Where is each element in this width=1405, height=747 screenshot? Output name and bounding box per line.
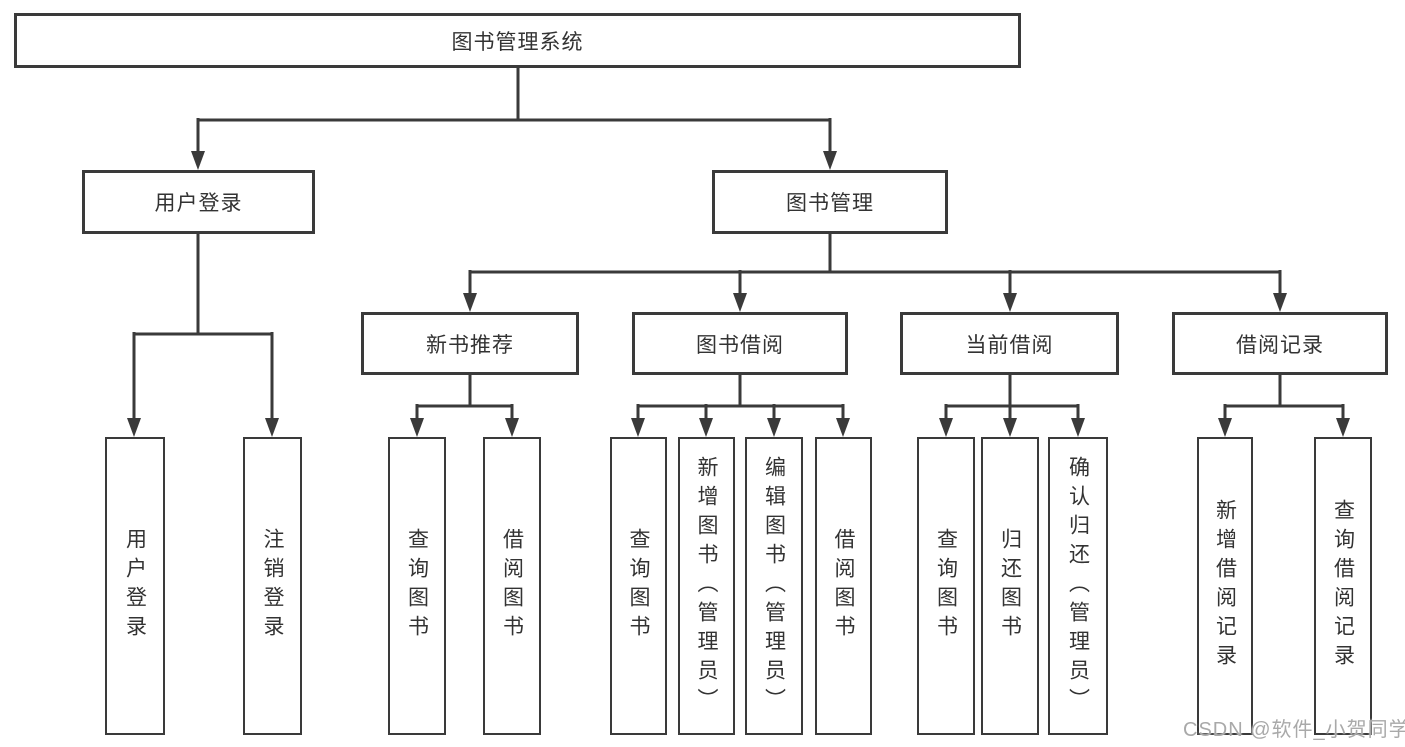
- node-current-borrow: 当前借阅: [900, 312, 1119, 375]
- connector-current-borrow-to-leaves: [939, 375, 1085, 437]
- node-current-borrow-label: 当前借阅: [965, 333, 1054, 357]
- leaf-add-book-admin: 新增图书（管理员）: [678, 437, 735, 735]
- node-book-management-label: 图书管理: [786, 192, 874, 215]
- connector-book-borrow-to-leaves: [631, 375, 850, 437]
- leaf-query-books-current: 查询图书: [917, 437, 975, 735]
- node-new-book-recommend: 新书推荐: [361, 312, 579, 375]
- leaf-confirm-return-admin: 确认归还（管理员）: [1048, 437, 1108, 735]
- leaf-query-books-recommend-label: 查询图书: [405, 528, 429, 644]
- leaf-logout: 注销登录: [243, 437, 302, 735]
- leaf-borrow-books-label: 借阅图书: [832, 528, 855, 644]
- leaf-add-book-admin-label: 新增图书（管理员）: [695, 455, 718, 717]
- leaf-borrow-books-recommend: 借阅图书: [483, 437, 541, 735]
- leaf-borrow-books-recommend-label: 借阅图书: [500, 528, 524, 644]
- node-book-borrow: 图书借阅: [632, 312, 848, 375]
- node-book-management: 图书管理: [712, 170, 948, 234]
- leaf-query-borrow-record-label: 查询借阅记录: [1331, 499, 1355, 673]
- leaf-confirm-return-admin-label: 确认归还（管理员）: [1066, 455, 1090, 717]
- leaf-edit-book-admin: 编辑图书（管理员）: [745, 437, 803, 735]
- leaf-logout-label: 注销登录: [261, 528, 284, 644]
- node-user-login-label: 用户登录: [154, 192, 243, 215]
- leaf-add-borrow-record: 新增借阅记录: [1197, 437, 1253, 735]
- connector-book-management-to-level3: [463, 234, 1287, 312]
- node-root-label: 图书管理系统: [451, 30, 584, 54]
- leaf-user-login-label: 用户登录: [123, 528, 147, 644]
- leaf-query-books-borrow: 查询图书: [610, 437, 667, 735]
- leaf-query-books-borrow-label: 查询图书: [627, 528, 650, 644]
- node-new-book-recommend-label: 新书推荐: [426, 333, 514, 357]
- node-borrow-records: 借阅记录: [1172, 312, 1388, 375]
- node-borrow-records-label: 借阅记录: [1236, 333, 1324, 357]
- leaf-borrow-books: 借阅图书: [815, 437, 872, 735]
- leaf-query-books-recommend: 查询图书: [388, 437, 446, 735]
- leaf-user-login: 用户登录: [105, 437, 165, 735]
- connector-borrow-records-to-leaves: [1218, 375, 1350, 437]
- connector-new-book-recommend-to-leaves: [410, 375, 519, 437]
- connector-root-to-level2: [191, 67, 837, 170]
- csdn-watermark: CSDN @软件_小贺同学: [1183, 719, 1405, 741]
- node-user-login: 用户登录: [82, 170, 315, 234]
- leaf-query-borrow-record: 查询借阅记录: [1314, 437, 1372, 735]
- leaf-return-book: 归还图书: [981, 437, 1039, 735]
- connector-user-login-to-leaves: [127, 234, 279, 437]
- leaf-query-books-current-label: 查询图书: [934, 528, 958, 644]
- leaf-return-book-label: 归还图书: [998, 528, 1022, 644]
- leaf-add-borrow-record-label: 新增借阅记录: [1213, 499, 1237, 673]
- node-book-borrow-label: 图书借阅: [696, 333, 784, 357]
- node-root: 图书管理系统: [14, 13, 1021, 68]
- leaf-edit-book-admin-label: 编辑图书（管理员）: [762, 455, 786, 717]
